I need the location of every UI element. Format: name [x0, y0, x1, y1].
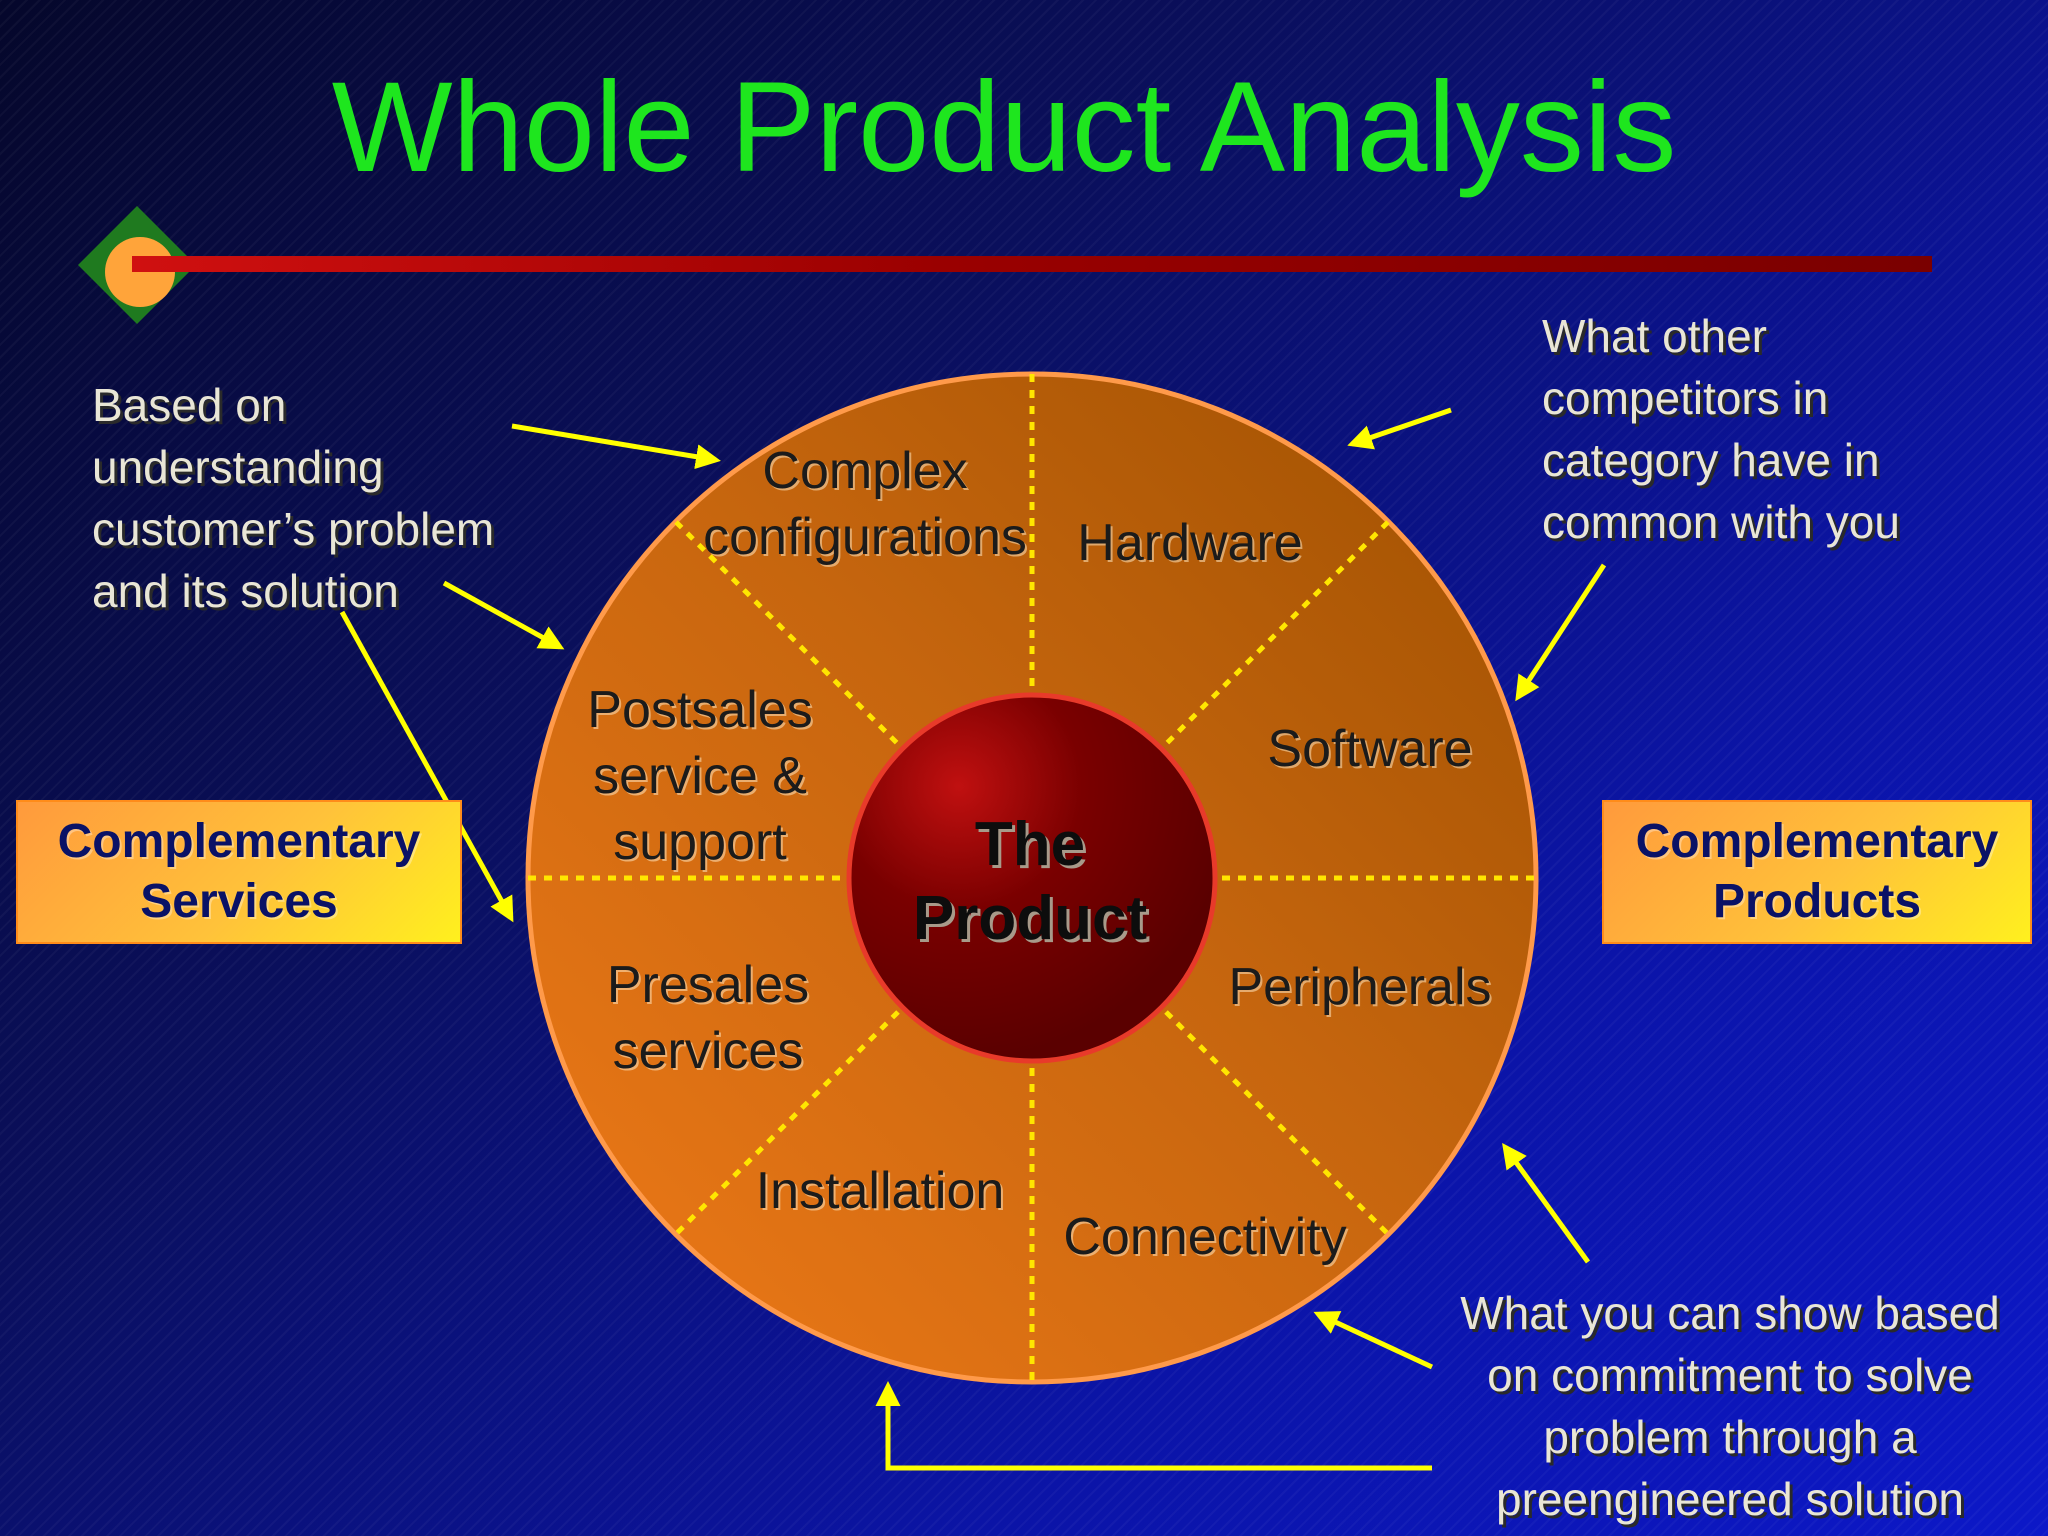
arrow-to-postsales: [442, 580, 565, 650]
segment-software: Software: [1267, 720, 1473, 778]
page-title: Whole Product Analysis: [331, 56, 1677, 199]
segment-dividers: [528, 374, 1536, 1382]
segment-installation: Installation: [755, 1162, 1005, 1220]
arrow-to-software: [1515, 563, 1607, 702]
product-core: [846, 692, 1218, 1064]
title-underline-bar: [132, 256, 1932, 272]
arrow-to-complex-configurations: [511, 423, 721, 470]
annotation-arrows: [339, 407, 1607, 1471]
segment-connectivity: Connectivity: [1063, 1208, 1347, 1266]
arrow-to-connectivity: [1313, 1311, 1434, 1370]
segment-peripherals: Peripherals: [1228, 958, 1492, 1016]
segment-hardware: Hardware: [1077, 514, 1303, 572]
arrow-to-hardware: [1347, 407, 1452, 450]
arrow-to-installation: [875, 1381, 1432, 1471]
arrow-to-complementary-services: [339, 610, 514, 923]
arrow-to-peripherals: [1502, 1142, 1591, 1264]
